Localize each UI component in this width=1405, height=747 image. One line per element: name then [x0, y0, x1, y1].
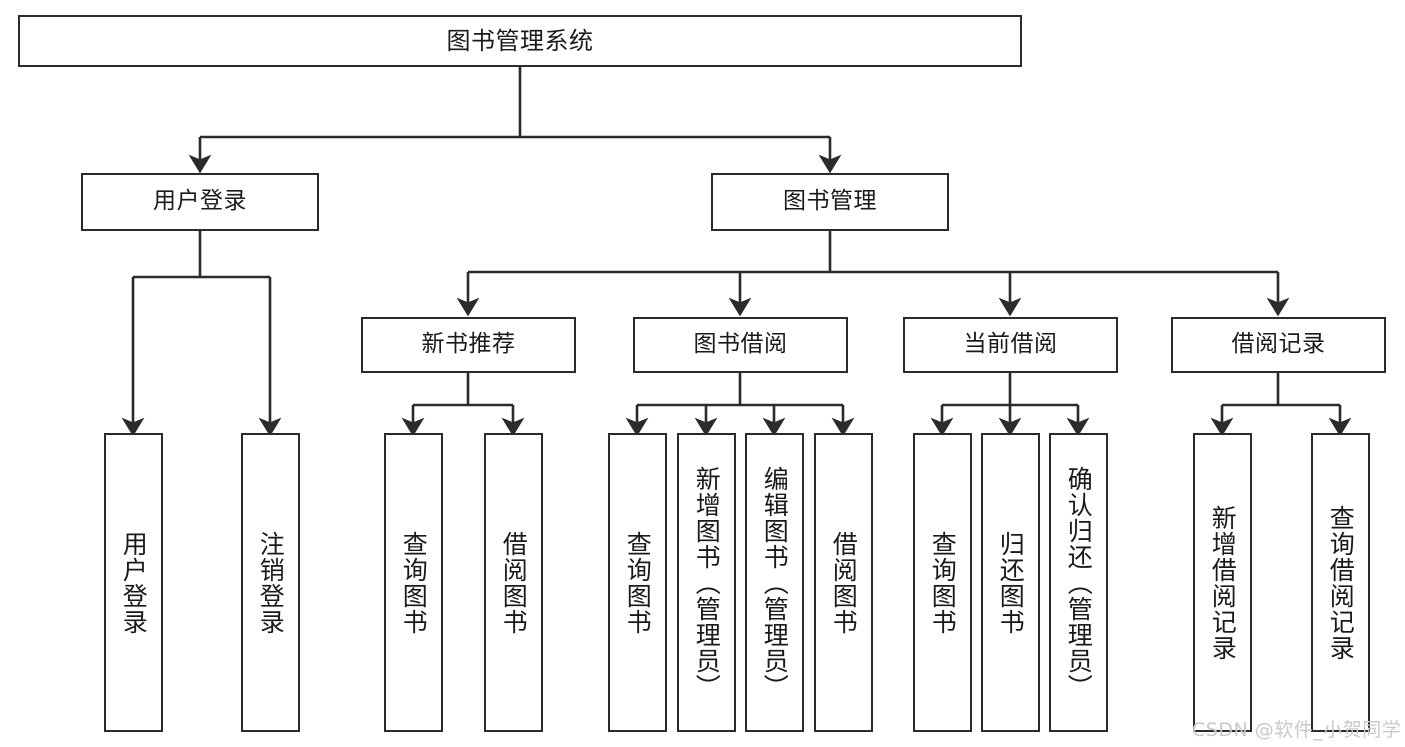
node-label: 确认归还（管理员）	[1064, 465, 1094, 700]
leaf-logout-login[interactable]: 注销登录	[241, 433, 300, 732]
node-label: 借阅记录	[1231, 331, 1326, 358]
node-label: 用户登录	[153, 188, 247, 215]
node-label: 图书管理	[783, 188, 877, 215]
node-label: 查询图书	[623, 530, 653, 635]
node-label: 编辑图书（管理员）	[760, 465, 790, 700]
leaf-edit-book[interactable]: 编辑图书（管理员）	[745, 433, 804, 732]
leaf-borrow-book-1[interactable]: 借阅图书	[484, 433, 543, 732]
leaf-add-book[interactable]: 新增图书（管理员）	[677, 433, 736, 732]
node-label: 当前借阅	[963, 331, 1058, 358]
node-user-login[interactable]: 用户登录	[81, 173, 319, 231]
leaf-add-record[interactable]: 新增借阅记录	[1193, 433, 1252, 732]
node-label: 注销登录	[256, 530, 286, 635]
node-label: 查询图书	[399, 530, 429, 635]
leaf-confirm-return[interactable]: 确认归还（管理员）	[1049, 433, 1108, 732]
node-label: 图书管理系统	[446, 26, 594, 55]
leaf-query-book-1[interactable]: 查询图书	[384, 433, 443, 732]
node-label: 借阅图书	[499, 530, 529, 635]
node-root-system[interactable]: 图书管理系统	[18, 15, 1022, 67]
node-label: 归还图书	[996, 530, 1026, 635]
node-book-borrow[interactable]: 图书借阅	[633, 317, 848, 373]
leaf-query-record[interactable]: 查询借阅记录	[1311, 433, 1370, 732]
csdn-watermark: CSDN @软件_小贺同学	[1192, 719, 1402, 741]
node-label: 查询图书	[928, 530, 958, 635]
node-label: 新增借阅记录	[1208, 504, 1238, 661]
node-label: 新书推荐	[421, 331, 516, 358]
leaf-return-book[interactable]: 归还图书	[981, 433, 1040, 732]
node-label: 借阅图书	[829, 530, 859, 635]
node-book-manage[interactable]: 图书管理	[711, 173, 949, 231]
node-current-borrow[interactable]: 当前借阅	[903, 317, 1118, 373]
node-borrow-record[interactable]: 借阅记录	[1171, 317, 1386, 373]
node-label: 新增图书（管理员）	[692, 465, 722, 700]
leaf-query-book-3[interactable]: 查询图书	[913, 433, 972, 732]
node-label: 图书借阅	[693, 331, 788, 358]
leaf-user-login[interactable]: 用户登录	[104, 433, 163, 732]
node-new-book-recommend[interactable]: 新书推荐	[361, 317, 576, 373]
node-label: 查询借阅记录	[1326, 504, 1356, 661]
leaf-borrow-book-2[interactable]: 借阅图书	[814, 433, 873, 732]
node-label: 用户登录	[119, 530, 149, 635]
leaf-query-book-2[interactable]: 查询图书	[608, 433, 667, 732]
